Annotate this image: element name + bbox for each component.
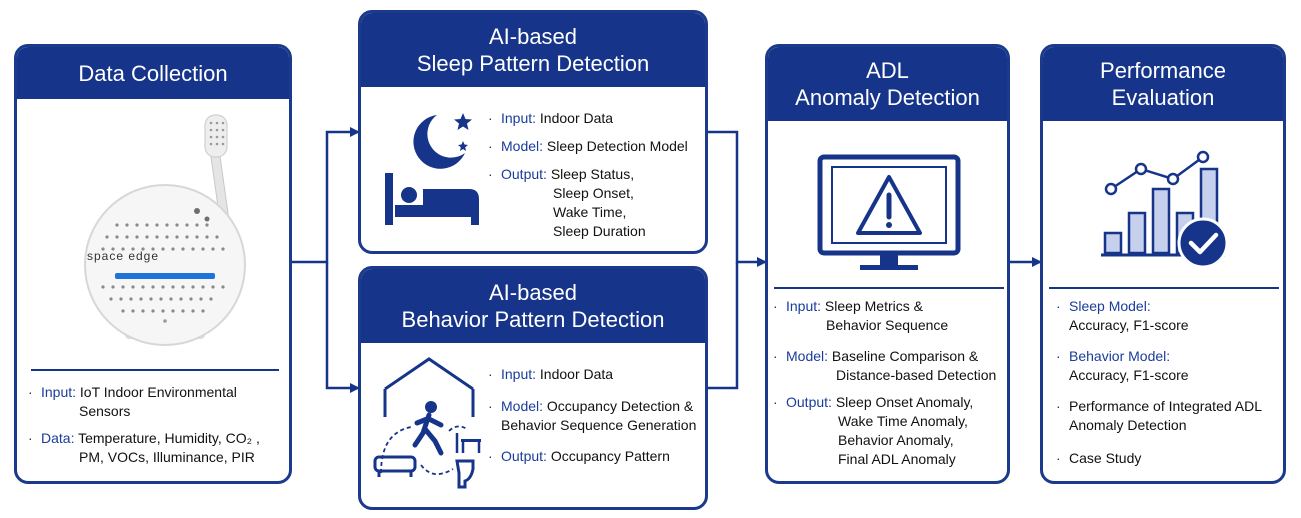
behavior-title-line2: Behavior Pattern Detection <box>401 307 665 332</box>
performance-evaluation-panel: Performance Evaluation · Sleep Model: Ac… <box>1040 44 1286 484</box>
sleep-output-bullet: · Output: Sleep Status, Sleep Onset, Wak… <box>488 166 646 239</box>
sleep-pattern-header: AI-based Sleep Pattern Detection <box>361 13 705 87</box>
sleep-title-line1: AI-based <box>488 24 578 49</box>
performance-header: Performance Evaluation <box>1043 47 1283 121</box>
behavior-pattern-header: AI-based Behavior Pattern Detection <box>361 269 705 343</box>
adl-model-bullet: · Model: Baseline Comparison & Distance-… <box>773 348 997 383</box>
perf-integrated-bullet: · Performance of Integrated ADL Anomaly … <box>1056 398 1262 433</box>
iot-sensor-device-icon <box>84 114 246 346</box>
behavior-input-bullet: · Input: Indoor Data <box>488 366 614 382</box>
sleep-input-bullet: · Input: Indoor Data <box>488 110 614 126</box>
bed-sleeping-icon <box>385 173 479 225</box>
adl-title-line1: ADL <box>866 58 909 83</box>
sleep-model-bullet: · Model: Sleep Detection Model <box>488 138 688 154</box>
adl-output-bullet: · Output: Sleep Onset Anomaly, Wake Time… <box>773 394 974 467</box>
sleep-pattern-panel: AI-based Sleep Pattern Detection · Input… <box>358 10 708 254</box>
home-occupancy-icon <box>373 357 481 489</box>
behavior-model-bullet: · Model: Occupancy Detection & Behavior … <box>488 398 697 433</box>
behavior-pattern-panel: AI-based Behavior Pattern Detection · In… <box>358 266 708 510</box>
arrow-to-sleep <box>292 127 360 264</box>
moon-stars-icon <box>413 113 472 169</box>
adl-anomaly-header: ADL Anomaly Detection <box>768 47 1007 121</box>
perf-case-bullet: · Case Study <box>1056 450 1142 466</box>
perf-sleep-bullet: · Sleep Model: Accuracy, F1-score <box>1056 298 1189 333</box>
dc-input-bullet: · Input: IoT Indoor Environmental Sensor… <box>28 384 237 419</box>
adl-anomaly-panel: ADL Anomaly Detection · Input: Sleep Met… <box>765 44 1010 484</box>
device-brand-label: space edge <box>86 249 160 263</box>
adl-divider <box>774 287 1004 289</box>
data-collection-divider <box>31 369 279 371</box>
adl-input-bullet: · Input: Sleep Metrics & Behavior Sequen… <box>773 298 949 333</box>
behavior-output-bullet: · Output: Occupancy Pattern <box>488 448 670 464</box>
performance-title-line2: Evaluation <box>1111 85 1215 110</box>
line-behavior-to-adl <box>708 262 739 390</box>
perf-behavior-bullet: · Behavior Model: Accuracy, F1-score <box>1056 348 1189 383</box>
performance-divider <box>1049 287 1279 289</box>
data-collection-header: Data Collection <box>17 47 289 99</box>
data-collection-title: Data Collection <box>78 60 228 86</box>
monitor-warning-icon <box>817 154 961 270</box>
behavior-title-line1: AI-based <box>488 280 578 305</box>
dc-data-bullet: · Data: Temperature, Humidity, CO₂ , PM,… <box>28 430 260 465</box>
performance-title-line1: Performance <box>1100 58 1226 83</box>
adl-title-line2: Anomaly Detection <box>795 85 980 110</box>
arrow-to-behavior <box>325 262 360 393</box>
sleep-title-line2: Sleep Pattern Detection <box>416 51 650 76</box>
arrow-sleep-to-adl <box>708 130 767 267</box>
bar-chart-check-icon <box>1101 150 1229 269</box>
data-collection-panel: Data Collection space edge · Input: IoT <box>14 44 292 484</box>
